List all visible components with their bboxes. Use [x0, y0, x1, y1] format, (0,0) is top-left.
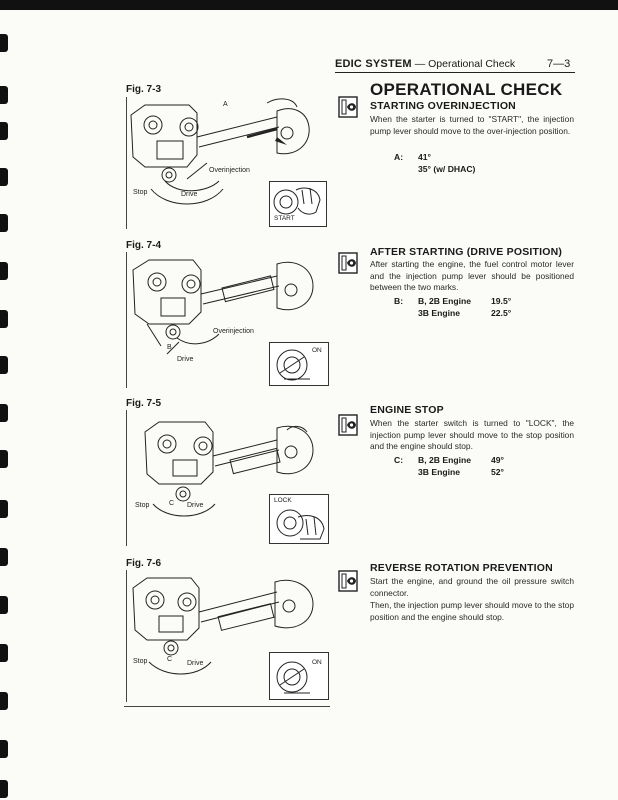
spec-key-a: A:: [394, 152, 404, 162]
header-system: EDIC SYSTEM: [335, 58, 412, 70]
page-title: OPERATIONAL CHECK: [370, 80, 563, 99]
switch-label-on: ON: [312, 347, 322, 354]
spec-label-3b: 3B Engine: [418, 308, 461, 318]
starter-switch-inset: LOCK: [269, 494, 329, 544]
callout-stop: Stop: [135, 502, 150, 509]
callout-a: A: [223, 101, 228, 108]
callout-overinjection: Overinjection: [213, 328, 254, 335]
spec-label-b-2b: B, 2B Engine: [418, 296, 472, 306]
callout-c: C: [169, 500, 175, 507]
callout-drive: Drive: [187, 502, 204, 509]
section-body-reverse-rotation-2: Then, the injection pump lever should mo…: [370, 600, 574, 622]
callout-stop: Stop: [133, 658, 148, 665]
spec-value-b-2b: 19.5°: [491, 296, 512, 306]
key-switch-illustration: [276, 349, 310, 381]
inspect-eye-icon: [338, 570, 358, 592]
switch-label-start: START: [274, 215, 295, 222]
callout-drive: Drive: [177, 356, 194, 363]
running-header: EDIC SYSTEM — Operational Check: [335, 58, 515, 70]
spec-key-c: C:: [394, 455, 404, 465]
figure-7-3: A Overinjection Stop Drive START: [126, 97, 331, 229]
key-switch-illustration: [273, 187, 321, 215]
section-title-reverse-rotation: REVERSE ROTATION PREVENTION: [370, 562, 553, 574]
starter-switch-inset: ON: [269, 342, 329, 386]
section-title-starting-overinjection: STARTING OVERINJECTION: [370, 100, 516, 112]
section-body-starting-overinjection: When the starter is turned to "START", t…: [370, 114, 574, 136]
figure-7-4: Overinjection B Drive ON: [126, 252, 331, 388]
page-number: 7—3: [547, 58, 571, 70]
starter-switch-inset: ON: [269, 652, 329, 700]
pump-illustration: [132, 577, 314, 675]
section-title-after-starting: AFTER STARTING (DRIVE POSITION): [370, 246, 563, 258]
binder-holes: [0, 0, 12, 800]
section-body-reverse-rotation: Start the engine, and ground the oil pre…: [370, 576, 574, 598]
figure-7-5: Stop C Drive LOCK: [126, 410, 331, 546]
fig-label-7-3: Fig. 7-3: [126, 84, 162, 95]
spec-value-c-2b: 49°: [491, 455, 504, 465]
pump-illustration: [132, 259, 314, 355]
callout-drive: Drive: [187, 660, 204, 667]
key-switch-illustration: [276, 509, 325, 540]
switch-label-lock: LOCK: [274, 497, 292, 504]
inspect-eye-icon: [338, 252, 358, 274]
callout-overinjection: Overinjection: [209, 167, 250, 174]
fig-label-7-6: Fig. 7-6: [126, 558, 162, 569]
section-body-engine-stop: When the starter switch is turned to "LO…: [370, 418, 574, 452]
callout-stop: Stop: [133, 189, 148, 196]
callout-c: C: [167, 656, 173, 663]
inspect-eye-icon: [338, 414, 358, 436]
starter-switch-inset: START: [269, 181, 327, 227]
pump-illustration: [144, 421, 314, 517]
spec-value-a-dhac: 35° (w/ DHAC): [418, 164, 476, 174]
callout-b: B: [167, 344, 172, 351]
spec-value-3b: 22.5°: [491, 308, 512, 318]
key-switch-illustration: [276, 661, 310, 694]
switch-label-on: ON: [312, 659, 322, 666]
figure-7-6: Stop C Drive ON: [126, 570, 331, 702]
spec-value-c-3b: 52°: [491, 467, 504, 477]
footer-rule: [124, 706, 330, 707]
pump-illustration: [130, 98, 310, 205]
section-body-after-starting: After starting the engine, the fuel cont…: [370, 259, 574, 293]
spec-label-c-2b: B, 2B Engine: [418, 455, 472, 465]
spec-key-b: B:: [394, 296, 404, 306]
fig-label-7-5: Fig. 7-5: [126, 398, 162, 409]
header-subtitle: Operational Check: [428, 58, 516, 70]
spec-value-a: 41°: [418, 152, 431, 162]
header-rule: [335, 72, 575, 73]
callout-drive: Drive: [181, 191, 198, 198]
scan-top-edge: [0, 0, 618, 10]
inspect-eye-icon: [338, 96, 358, 118]
spec-label-c-3b: 3B Engine: [418, 467, 461, 477]
header-dash: —: [414, 58, 426, 70]
fig-label-7-4: Fig. 7-4: [126, 240, 162, 251]
section-title-engine-stop: ENGINE STOP: [370, 404, 444, 416]
